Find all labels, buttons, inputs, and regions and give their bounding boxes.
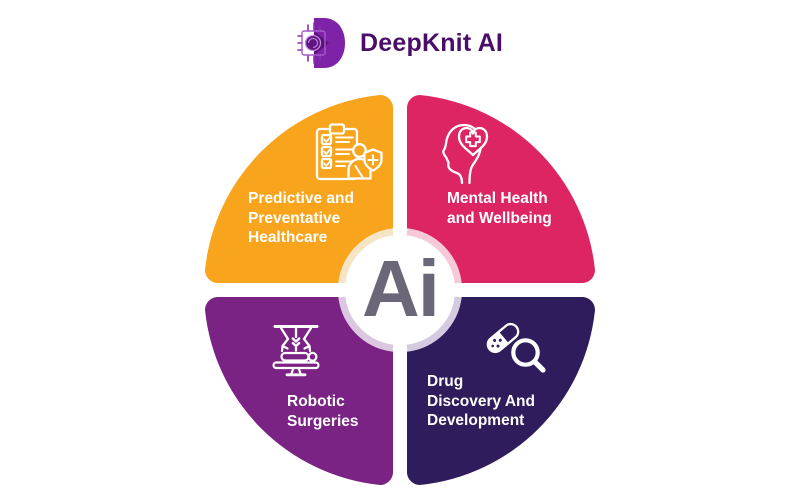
label-line: Preventative [248, 209, 341, 227]
label-line: Robotic [287, 393, 345, 410]
label-robotic-surgeries: Robotic Surgeries [287, 392, 359, 431]
label-line: and Wellbeing [447, 209, 552, 227]
magnifier-glass [511, 338, 540, 367]
quadrant-bottom-right [407, 297, 596, 486]
patient-lying-head [307, 351, 318, 362]
clipboard-clip [328, 123, 346, 135]
center-ring-top-right [406, 228, 462, 284]
head-heart-cross-icon [442, 123, 489, 185]
head-profile [442, 123, 483, 185]
brand-name: DeepKnit AI [360, 28, 503, 57]
clipboard-checklist-patient-shield-icon [315, 123, 383, 181]
logo-brain-swirl [307, 37, 319, 49]
label-mental-health-wellbeing: Mental Health and Wellbeing [447, 189, 552, 228]
center-ring-bottom-left [338, 296, 394, 352]
table-pedestal [290, 366, 302, 375]
pill-magnifier-icon [486, 322, 546, 373]
center-ring-top-left [338, 228, 394, 284]
label-drug-discovery-development: Drug Discovery And Development [427, 372, 535, 431]
center-circle [345, 235, 455, 345]
pill-divider [497, 331, 509, 345]
pill-capsule [486, 322, 520, 354]
arm-joint [286, 337, 290, 341]
label-line: Surgeries [287, 412, 359, 430]
magnifier-handle [531, 358, 546, 373]
robot-instrument [291, 326, 301, 352]
pill-granules [491, 338, 502, 348]
center-ai-label: Ai [362, 244, 438, 333]
brand-logo: DeepKnit AI [0, 14, 800, 72]
label-predictive-preventative-healthcare: Predictive and Preventative Healthcare [248, 189, 354, 248]
logo-circuit-pins [297, 22, 321, 64]
checklist-rows [320, 133, 354, 170]
shield-cross [367, 154, 379, 166]
patient-head [352, 143, 367, 158]
quadrant-top-right [407, 94, 596, 283]
label-line: Mental Health [447, 190, 548, 207]
heart-cross [465, 131, 481, 148]
center-ring-bottom-right [406, 296, 462, 352]
logo-chip-outline [301, 30, 326, 56]
logo-brain-core [304, 34, 322, 52]
label-line: Drug [427, 373, 464, 390]
quadrant-bottom-left [204, 297, 393, 486]
label-line: Predictive and [248, 190, 354, 207]
label-line: Development [427, 412, 525, 429]
patient-sash [354, 165, 364, 179]
operating-table [272, 361, 320, 370]
label-line: Discovery And [427, 392, 535, 410]
arm-joint [302, 337, 306, 341]
deepknit-brain-chip-icon [297, 18, 346, 68]
robotic-surgery-table-icon [272, 325, 320, 377]
label-line: Healthcare [248, 229, 328, 246]
